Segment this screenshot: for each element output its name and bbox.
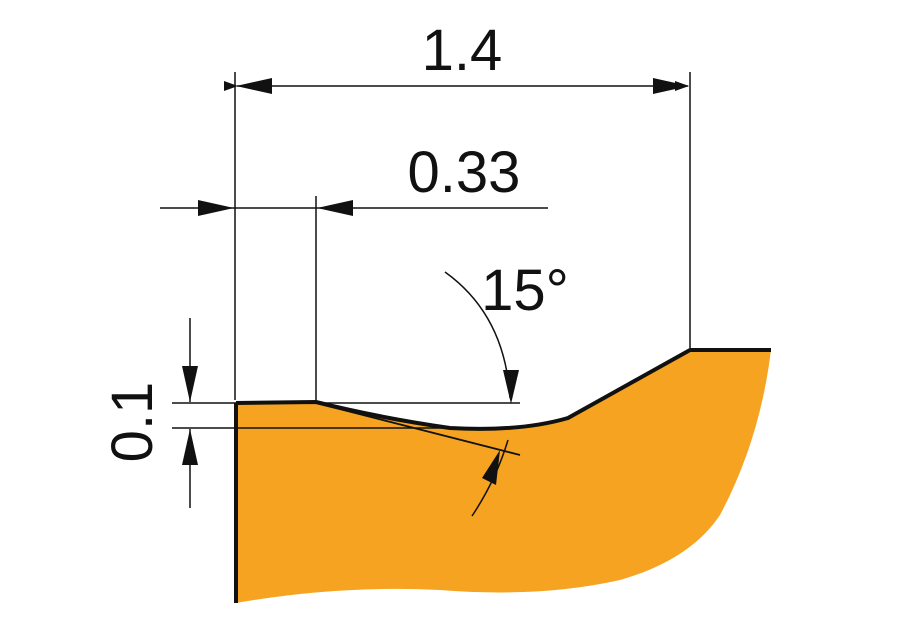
land-width-label: 0.33 (408, 140, 521, 205)
angle-label: 15° (481, 258, 569, 323)
overall-width-label: 1.4 (422, 18, 503, 83)
arrow-land-right (317, 200, 353, 216)
insert-body (236, 350, 771, 603)
arrow-land-left (198, 200, 234, 216)
rake-angle-line (315, 402, 521, 456)
arrow-overall-right (653, 78, 689, 94)
arrow-overall-left (236, 78, 272, 94)
arrow-depth-bottom (182, 429, 198, 465)
arrow-angle-upper (503, 370, 519, 404)
arrow-angle-lower (482, 450, 500, 485)
arrow-depth-top (182, 366, 198, 402)
depth-label: 0.1 (100, 382, 165, 463)
